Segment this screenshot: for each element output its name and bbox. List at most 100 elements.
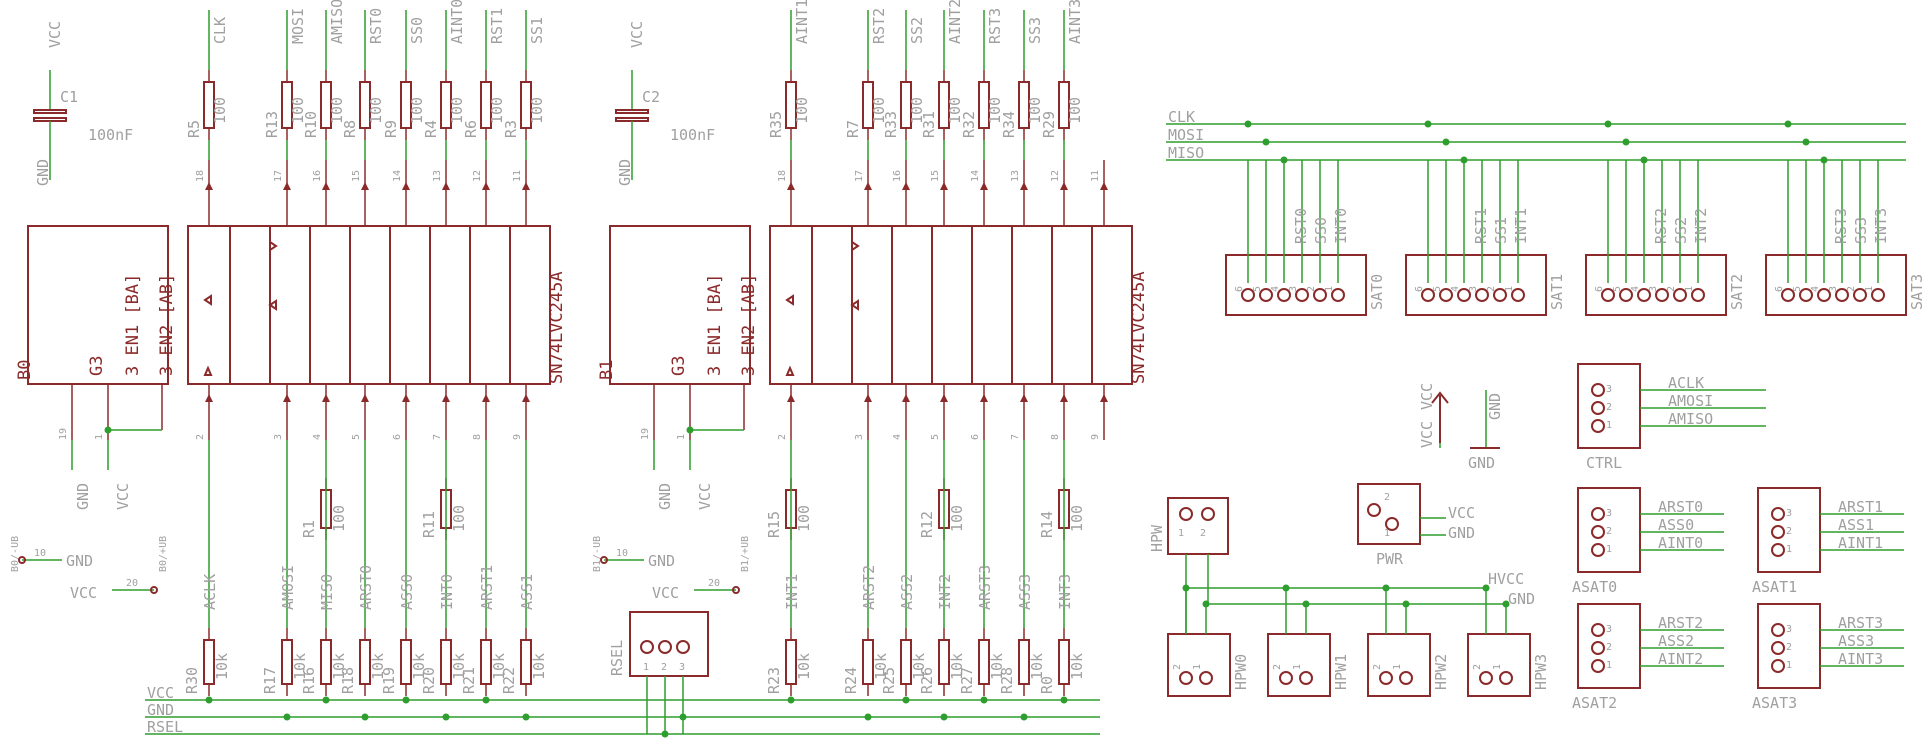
buffer-0-arrow-2	[203, 294, 212, 306]
asat-3-body	[1757, 603, 1821, 689]
top-res-right-1-refdes: R7	[844, 120, 862, 138]
hpw-gnd-label: GND	[1508, 590, 1535, 608]
buffer-0-pin-top-1-num: 17	[273, 170, 284, 182]
asat-0-pin-1: 2	[1606, 526, 1612, 537]
bottom-res-left-6-refdes: R21	[460, 667, 478, 694]
bottom-left-7-net: ASS1	[518, 574, 536, 610]
hpw-3-pad-1	[1499, 671, 1513, 685]
buffer-0-pin-top-4-arrow	[402, 182, 410, 190]
top-res-left-2-net: AMISO	[328, 0, 346, 44]
sat-1-pin-5: 1	[1504, 286, 1515, 292]
power-sym-arrow	[1431, 391, 1449, 443]
hpw-0-refdes: HPW0	[1232, 654, 1250, 690]
buffer-1-pin-top-7-num: 11	[1090, 170, 1101, 182]
rsel-pad-1	[658, 640, 672, 654]
sat-2-dot-miso	[1640, 156, 1648, 164]
sat-2-pin-4: 2	[1666, 286, 1677, 292]
top-res-right-6-net: AINT3	[1066, 0, 1084, 44]
top-res-left-7-refdes: R3	[502, 120, 520, 138]
sat-0-signal-1: SS0	[1312, 217, 1330, 244]
bottom-left-4-net: ASS0	[398, 574, 416, 610]
buffer-1-pin-bot-1-num: 3	[854, 434, 865, 440]
buffer-1-arrow-1	[785, 365, 795, 376]
top-res-left-3-refdes: R8	[341, 120, 359, 138]
bus-junction-1	[283, 713, 291, 721]
mid-res-2-refdes: R15	[765, 511, 783, 538]
buffer-0-pin-bot-5-arrow	[442, 394, 450, 402]
ub-1-pos-id: B1/+UB	[740, 536, 751, 572]
ub-1-pos-pad	[732, 586, 740, 594]
rsel-pad-0	[640, 640, 654, 654]
asat-1-signal-1: ASS1	[1838, 516, 1874, 534]
sat-3-signal-2: INT3	[1872, 208, 1890, 244]
sat-1-pin-1: 5	[1432, 286, 1443, 292]
cap-1-refdes: C2	[642, 88, 660, 106]
ub-0-neg-net: GND	[66, 552, 93, 570]
sat-1-pad-3	[1475, 288, 1489, 302]
asat-1-signal-0: ARST1	[1838, 498, 1883, 516]
asat-3-pad-1	[1771, 641, 1785, 655]
sat-2-refdes: SAT2	[1728, 274, 1746, 310]
sat-2-pin-2: 4	[1630, 286, 1641, 292]
buffer-0-pin-top-2-num: 16	[312, 170, 323, 182]
sat-0-pad-5	[1331, 288, 1345, 302]
buffer-1-pin-bot-5-arrow	[1020, 394, 1028, 402]
buffer-1-pin-top-3-num: 15	[930, 170, 941, 182]
mid-res-3-value: 100	[948, 505, 966, 532]
hpw-2-body	[1367, 633, 1431, 697]
hpw-2-pad-1	[1399, 671, 1413, 685]
bottom-res-left-0-value: 10k	[213, 653, 231, 680]
top-res-left-4-net: SS0	[408, 17, 426, 44]
buffer-0-pin-top-0-num: 18	[195, 170, 206, 182]
buffer-0-en-pin-num: 1	[94, 434, 105, 440]
hpw-2-pad-0	[1379, 671, 1393, 685]
bottom-res-left-7-refdes: R22	[500, 667, 518, 694]
sat-1-pin-4: 2	[1486, 286, 1497, 292]
buffer-0-pin-top-6-arrow	[482, 182, 490, 190]
sat-3-signal-1: SS3	[1852, 217, 1870, 244]
cap-1-vcc: VCC	[628, 21, 646, 48]
sat-2-pad-2	[1637, 288, 1651, 302]
buffer-0-part: SN74LVC245A	[547, 271, 567, 384]
sat-0-pad-1	[1259, 288, 1273, 302]
asat-2-pad-1	[1591, 641, 1605, 655]
hpw-2-dot-0	[1382, 584, 1390, 592]
buffer-1-pin-bot-5-num: 7	[1010, 434, 1021, 440]
sat-1-pin-0: 6	[1414, 286, 1425, 292]
sat-0-pad-0	[1241, 288, 1255, 302]
buffer-1-pin-top-2-arrow	[902, 182, 910, 190]
sat-0-dot-miso	[1280, 156, 1288, 164]
sat-1-body	[1405, 254, 1547, 316]
hpw-pad-0	[1179, 507, 1193, 521]
asat-3-signal-2: AINT3	[1838, 650, 1883, 668]
hpw-1-pad-0	[1279, 671, 1293, 685]
top-res-left-5-value: 100	[448, 97, 466, 124]
buffer-0-pin-bot-5-num: 7	[432, 434, 443, 440]
buffer-0-gate-en1: 3 EN1 [BA]	[123, 274, 143, 376]
asat-3-signal-0: ARST3	[1838, 614, 1883, 632]
bottom-res-right-1-refdes: R24	[842, 667, 860, 694]
buffer-1-en-dot	[686, 426, 694, 434]
bus-junction-4	[402, 696, 410, 704]
hpw-pin-1: 2	[1200, 528, 1206, 539]
pwr-pad-0	[1367, 503, 1381, 517]
buffer-1-pin-bot-0-arrow	[787, 394, 795, 402]
power-sym-vcc-2: VCC	[1418, 421, 1436, 448]
buffer-1-pin-top-3-arrow	[940, 182, 948, 190]
buffer-0-control-block	[27, 225, 169, 385]
sat-3-pin-2: 4	[1810, 286, 1821, 292]
sat-2-signal-2: INT2	[1692, 208, 1710, 244]
ctrl-pad-2	[1591, 419, 1605, 433]
bottom-left-0-net: ACLK	[201, 574, 219, 610]
top-res-left-6-net: RST1	[488, 8, 506, 44]
top-res-right-5-net: SS3	[1026, 17, 1044, 44]
bus-junction-0	[205, 696, 213, 704]
bus-junction-11	[940, 713, 948, 721]
hpw-1-body	[1267, 633, 1331, 697]
buffer-0-pin-bot-4-arrow	[402, 394, 410, 402]
asat-2-refdes: ASAT2	[1572, 694, 1617, 712]
hpw-0-dot-1	[1202, 600, 1210, 608]
asat-0-signal-2: AINT0	[1658, 534, 1703, 552]
top-res-right-3-refdes: R31	[920, 111, 938, 138]
asat-0-pin-0: 3	[1606, 508, 1612, 519]
